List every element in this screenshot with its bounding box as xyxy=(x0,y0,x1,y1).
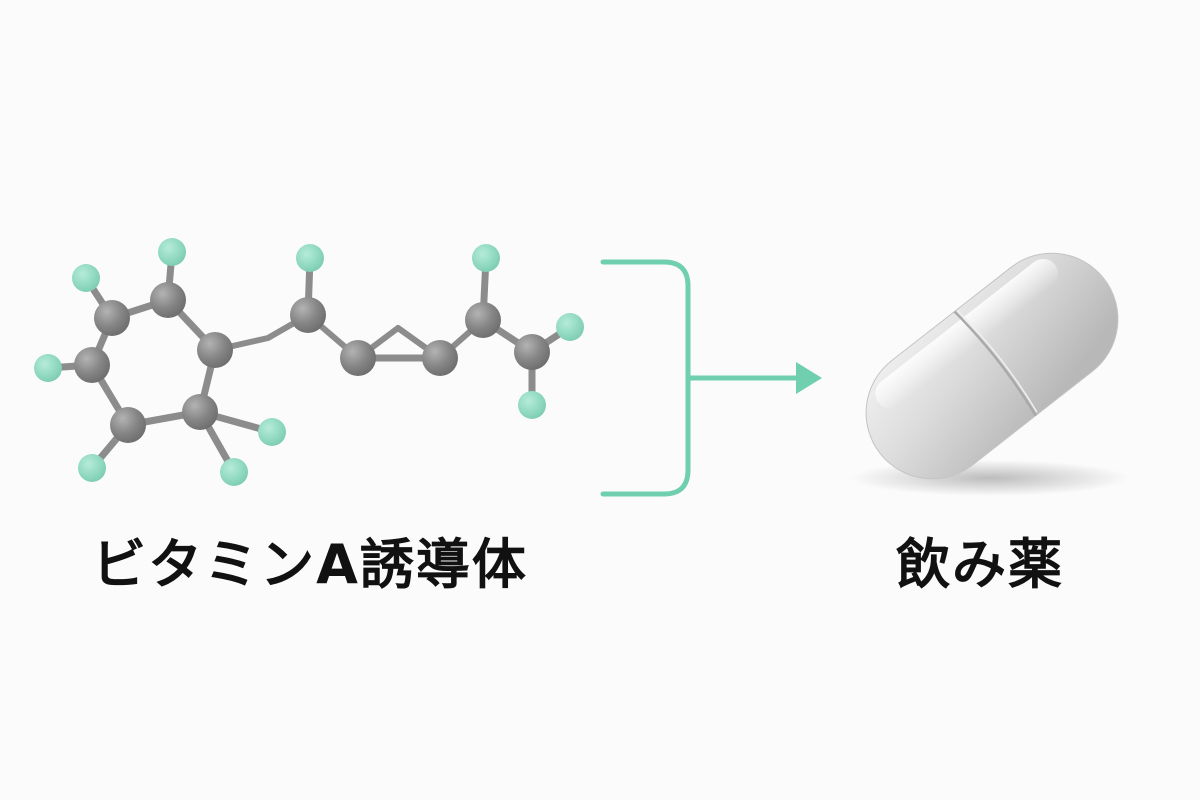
hydrogen-atom xyxy=(220,458,248,486)
hydrogen-atom xyxy=(34,354,62,382)
oral-medicine-label: 飲み薬 xyxy=(896,533,1064,596)
hydrogen-atom xyxy=(518,391,546,419)
vitamin-a-molecule-icon xyxy=(34,238,584,486)
hydrogen-atom xyxy=(258,418,286,446)
carbon-atom xyxy=(74,347,110,383)
hydrogen-atom xyxy=(556,313,584,341)
carbon-atom xyxy=(465,302,501,338)
carbon-atom xyxy=(94,300,130,336)
capsule-seam-light xyxy=(957,310,1038,413)
hydrogen-atom xyxy=(72,264,100,292)
bracket-line xyxy=(600,259,691,497)
molecule-atoms xyxy=(34,238,584,486)
capsule-pill-icon xyxy=(850,252,1130,496)
hydrogen-atom xyxy=(296,244,324,272)
carbon-atom xyxy=(340,340,376,376)
arrow-head xyxy=(796,362,822,394)
carbon-atom xyxy=(290,297,326,333)
carbon-atom xyxy=(150,282,186,318)
vitamin-a-derivative-label: ビタミンA誘導体 xyxy=(92,533,528,596)
hydrogen-atom xyxy=(158,238,186,266)
carbon-atom xyxy=(197,332,233,368)
bracket-arrow-icon xyxy=(600,259,822,497)
capsule-highlight xyxy=(875,258,1059,409)
carbon-atom xyxy=(514,334,550,370)
carbon-atom xyxy=(422,340,458,376)
hydrogen-atom xyxy=(472,244,500,272)
carbon-atom xyxy=(182,394,218,430)
capsule-seam xyxy=(953,310,1037,417)
hydrogen-atom xyxy=(78,454,106,482)
carbon-atom xyxy=(110,407,146,443)
capsule-body xyxy=(865,252,1119,480)
